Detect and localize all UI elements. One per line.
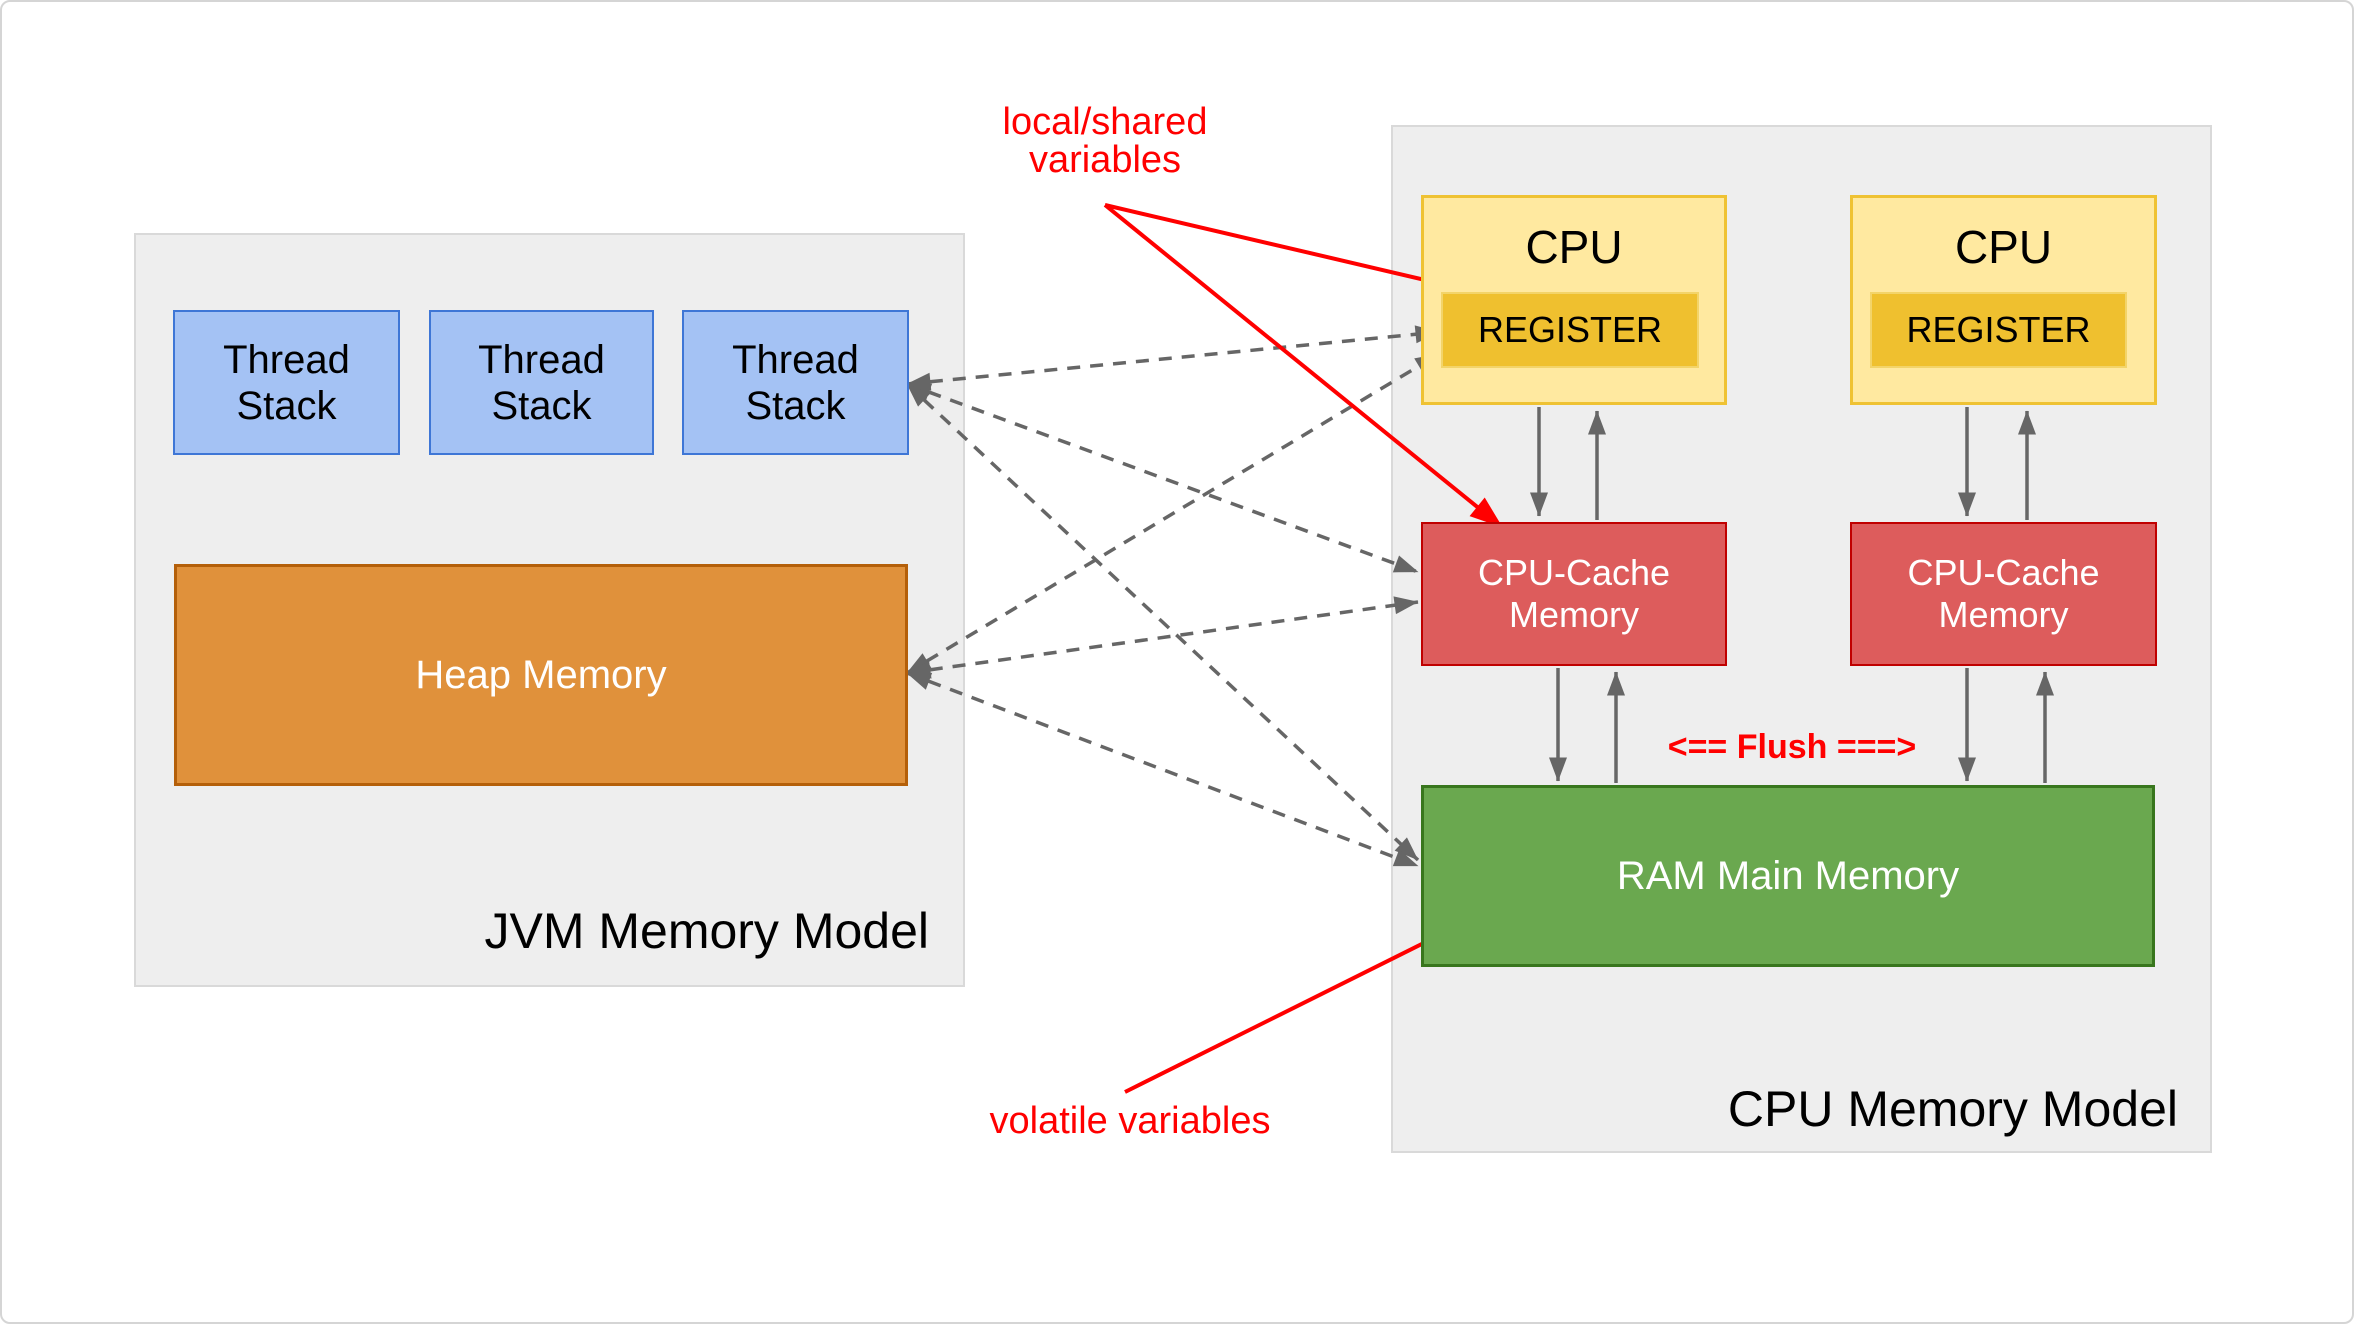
cache-label-line1: CPU-Cache — [1477, 552, 1671, 593]
cpu-label: CPU — [1525, 221, 1623, 273]
heap-memory-label: Heap Memory — [415, 652, 667, 697]
local-shared-note-line2: variables — [1028, 139, 1182, 181]
cache-label-line1: CPU-Cache — [1907, 552, 2100, 593]
ram-label: RAM Main Memory — [1616, 853, 1960, 898]
cpu-cache-box-2: CPU-Cache Memory — [1850, 522, 2157, 666]
heap-memory-box: Heap Memory — [174, 564, 908, 786]
jvm-panel-title: JVM Memory Model — [484, 903, 929, 959]
thread-stack-label-line1: Thread — [223, 337, 350, 382]
flush-note: <== Flush ===> — [1667, 728, 1917, 766]
register-box-2: REGISTER — [1870, 292, 2127, 368]
link-threadstack-ram — [905, 382, 1420, 862]
thread-stack-box-1: Thread Stack — [173, 310, 400, 455]
register-label: REGISTER — [1477, 309, 1663, 350]
thread-stack-label-line2: Stack — [745, 383, 846, 428]
cpu-label: CPU — [1954, 221, 2053, 273]
cache-label-line2: Memory — [1508, 594, 1639, 635]
link-heap-ram — [906, 671, 1419, 868]
thread-stack-label-line1: Thread — [732, 337, 859, 382]
ram-main-memory-box: RAM Main Memory — [1421, 785, 2155, 967]
register-box-1: REGISTER — [1441, 292, 1699, 368]
register-label: REGISTER — [1906, 309, 2091, 350]
thread-stack-box-3: Thread Stack — [682, 310, 909, 455]
thread-stack-label-line2: Stack — [236, 383, 337, 428]
link-heap-register — [906, 352, 1440, 675]
link-threadstack-cache — [906, 382, 1419, 574]
cpu-cache-box-1: CPU-Cache Memory — [1421, 522, 1727, 666]
cpu-panel-title: CPU Memory Model — [1727, 1081, 2178, 1137]
cache-label-line2: Memory — [1938, 594, 2069, 635]
thread-stack-box-2: Thread Stack — [429, 310, 654, 455]
local-shared-variables-note: local/shared variables — [955, 103, 1255, 179]
volatile-variables-note: volatile variables — [989, 1100, 1271, 1142]
local-shared-note-line1: local/shared — [1002, 101, 1208, 143]
link-heap-cache — [906, 596, 1419, 679]
thread-stack-label-line1: Thread — [478, 337, 605, 382]
thread-stack-label-line2: Stack — [491, 383, 592, 428]
link-threadstack-register — [906, 325, 1440, 391]
